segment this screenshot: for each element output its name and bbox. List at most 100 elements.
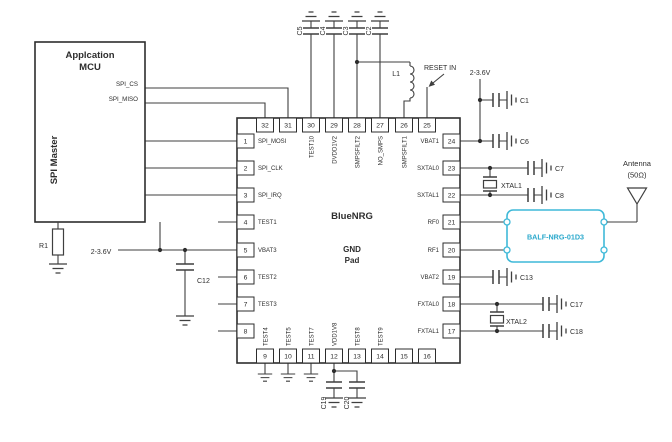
pin-28-label: SMPSFILT2 xyxy=(356,135,362,168)
pin-1-box xyxy=(236,133,255,149)
chip-bluenrg: BlueNRG GND Pad 1 SPI_MOSI 2 SPI_CLK 3 S… xyxy=(236,117,461,364)
c12-plates xyxy=(176,263,194,271)
balun-pin-icon xyxy=(503,218,511,226)
pin-1-label: SPI_MOSI xyxy=(258,139,287,145)
pin-28: 28 SMPSFILT2 xyxy=(348,117,366,168)
pin-32-number: 32 xyxy=(261,123,269,130)
pin-12-label: VDD1V8 xyxy=(333,322,339,346)
c19-plates xyxy=(326,381,342,389)
capacitor-c6: C6 xyxy=(460,131,529,151)
pin-24: 24 VBAT1 xyxy=(420,133,461,149)
c18-label: C18 xyxy=(570,329,583,336)
junction-dot xyxy=(354,59,360,65)
c1-plates xyxy=(492,93,500,107)
ground-symbol xyxy=(541,158,552,178)
pin-20: 20 RF1 xyxy=(428,242,461,258)
c8-label: C8 xyxy=(555,193,564,200)
junction-dot xyxy=(487,192,493,198)
pin-22-box xyxy=(442,187,461,203)
pin-17-number: 17 xyxy=(448,328,456,335)
pin-1: 1 SPI_MOSI xyxy=(236,133,287,149)
ground-symbol xyxy=(280,373,296,382)
capacitor-c12: C12 xyxy=(175,250,210,326)
pin-3-box xyxy=(236,187,255,203)
junction-dot xyxy=(487,165,493,171)
pin-25: 25 xyxy=(418,117,436,133)
pin-25-box xyxy=(418,117,436,133)
pin-2-label: SPI_CLK xyxy=(258,166,283,172)
pin-26-label: SMPSFILT1 xyxy=(403,135,409,168)
pin-5-label: VBAT3 xyxy=(258,248,277,254)
pin-18-label: FXTAL0 xyxy=(417,302,439,308)
resistor-r1: R1 xyxy=(39,222,68,274)
pin-17-box xyxy=(442,323,461,339)
pin-16-number: 16 xyxy=(423,354,431,361)
c7-plates xyxy=(527,161,535,175)
pin-13-box xyxy=(348,348,366,364)
pin-19-box xyxy=(442,269,461,285)
pin-3: 3 SPI_IRQ xyxy=(236,187,282,203)
pin-20-box xyxy=(442,242,461,258)
pin-2-box xyxy=(236,160,255,176)
pin-5-box xyxy=(236,242,255,258)
pin-11: 11 TEST7 xyxy=(302,327,320,364)
pin-19: 19 VBAT2 xyxy=(420,269,461,285)
pin-10: 10 TEST5 xyxy=(279,327,297,364)
mcu-spi-cs-label: SPI_CS xyxy=(116,81,138,88)
pin-10-label: TEST5 xyxy=(287,327,293,346)
reset-in-label: RESET IN xyxy=(424,65,456,72)
l1-top-lead xyxy=(357,61,411,66)
pin-13-number: 13 xyxy=(353,354,361,361)
xtal2-body xyxy=(489,314,505,324)
pin-21-box xyxy=(442,214,461,230)
balun-pin-icon xyxy=(600,246,608,254)
pin-2-number: 2 xyxy=(244,165,248,172)
junction-dot xyxy=(157,247,163,253)
pin-9: 9 TEST4 xyxy=(256,327,274,364)
c13-label: C13 xyxy=(520,275,533,282)
c3-plates xyxy=(349,27,365,35)
pin-23-label: SXTAL0 xyxy=(417,166,440,172)
ground-symbol xyxy=(347,11,367,22)
pin-6-number: 6 xyxy=(244,274,248,281)
c19-label: C19 xyxy=(321,396,328,409)
pin-14-number: 14 xyxy=(376,354,384,361)
pin-7-box xyxy=(236,296,255,312)
junction-dot xyxy=(182,247,188,253)
pin-24-label: VBAT1 xyxy=(420,139,439,145)
xtal1-plates xyxy=(483,176,497,192)
capacitor-c20: C20 xyxy=(344,381,367,409)
c2-plates xyxy=(372,27,388,35)
pin-30-label: TEST10 xyxy=(310,135,316,158)
pin-24-box xyxy=(442,133,461,149)
pin-21: 21 RF0 xyxy=(428,214,461,230)
junction-dot xyxy=(331,368,337,374)
pin-26-box xyxy=(395,117,413,133)
pin-22-number: 22 xyxy=(448,192,456,199)
c5-label: C5 xyxy=(297,26,304,35)
c17-plates xyxy=(542,297,550,311)
pin-9-number: 9 xyxy=(263,354,267,361)
pin-17: 17 FXTAL1 xyxy=(417,323,461,339)
capacitor-c1: C1 xyxy=(480,90,529,110)
pin-10-number: 10 xyxy=(284,354,292,361)
ground-symbol xyxy=(324,11,344,22)
antenna-label-line2: (50Ω) xyxy=(628,171,647,180)
pin-15-box xyxy=(395,348,413,364)
pin-27-box xyxy=(371,117,389,133)
capacitor-c8: C8 xyxy=(460,185,564,205)
balun-pin-icon xyxy=(503,246,511,254)
capacitor-c5: C5 xyxy=(297,11,321,118)
ground-symbol xyxy=(506,90,517,110)
pin-8-box xyxy=(236,323,255,339)
pin-15-number: 15 xyxy=(400,354,408,361)
pin-6-label: TEST2 xyxy=(258,275,277,281)
supply-left-label: 2-3.6V xyxy=(91,249,112,256)
pin-20-number: 20 xyxy=(448,247,456,254)
pin-4-label: TEST1 xyxy=(258,220,277,226)
junction-dot xyxy=(494,301,500,307)
capacitor-c18: C18 xyxy=(460,321,583,341)
pin-22-label: SXTAL1 xyxy=(417,193,440,199)
ground-symbol xyxy=(175,315,195,326)
r1-body xyxy=(51,228,65,256)
